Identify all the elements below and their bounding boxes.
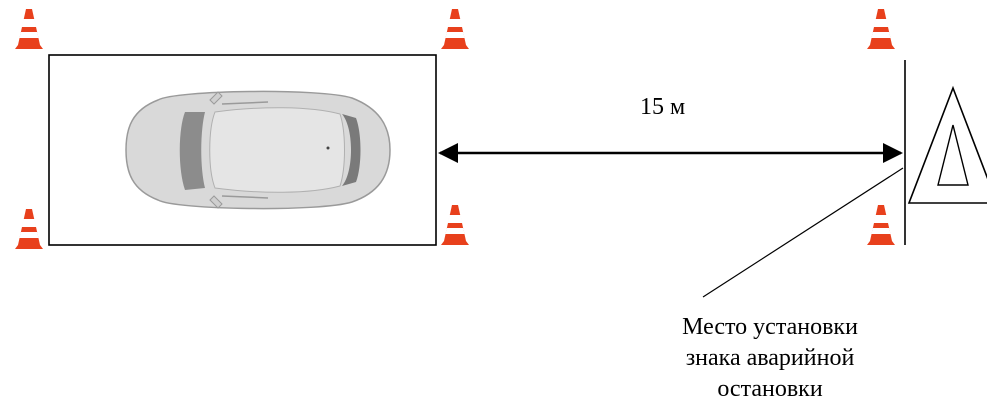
caption-line: остановки — [717, 376, 823, 402]
warning-triangle-icon — [907, 85, 987, 204]
leader-line — [702, 167, 904, 298]
caption-line: Место установки — [682, 314, 858, 340]
traffic-cone-icon — [441, 9, 469, 49]
traffic-cone-icon — [15, 209, 43, 249]
sign-location-caption: Место установки знака аварийной остановк… — [600, 312, 940, 405]
distance-label: 15 м — [640, 94, 686, 120]
parking-rectangle — [48, 54, 437, 246]
traffic-cone-icon — [15, 9, 43, 49]
traffic-cone-icon — [441, 205, 469, 245]
caption-line: знака аварийной — [685, 345, 855, 371]
car-top-view-icon — [125, 90, 391, 210]
traffic-cone-icon — [867, 9, 895, 49]
traffic-cone-icon — [867, 205, 895, 245]
